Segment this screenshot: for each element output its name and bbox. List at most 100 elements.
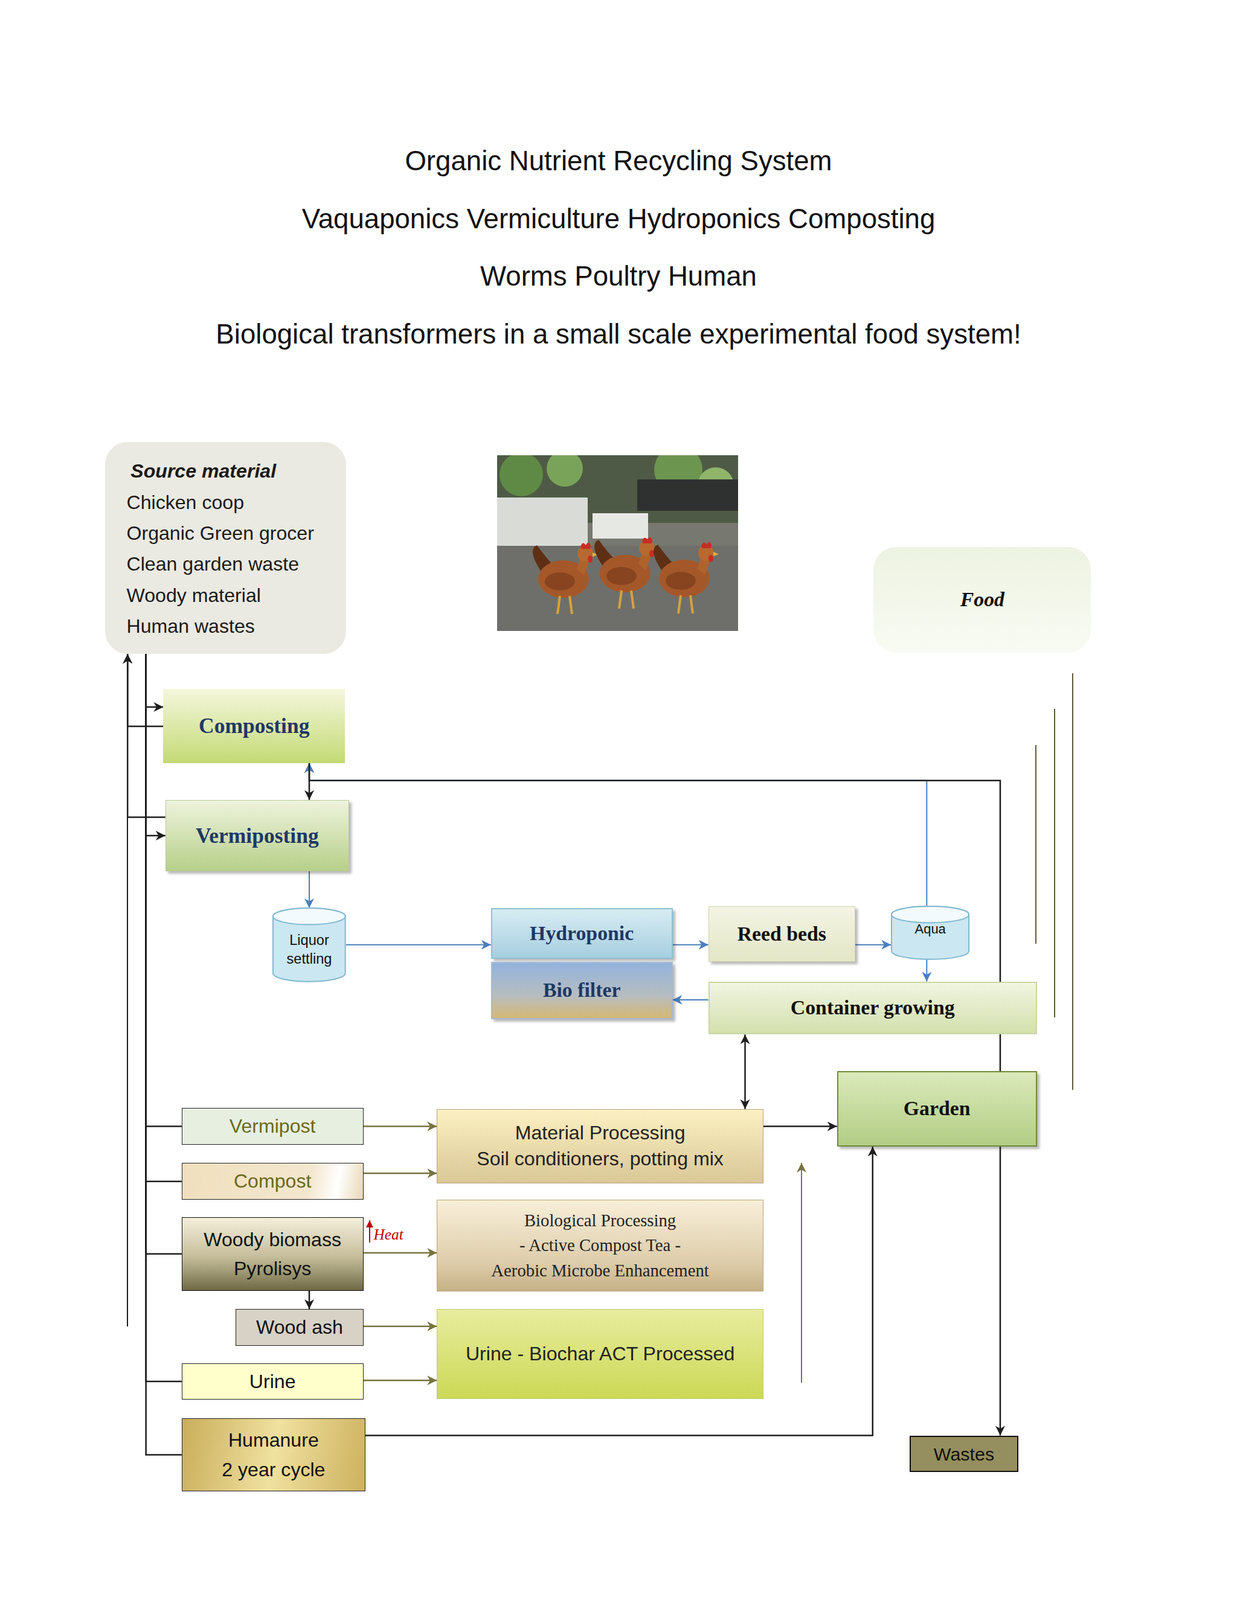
upward-arrow (800, 1163, 803, 1384)
food-box: Food (873, 547, 1091, 654)
flow-connector (925, 959, 928, 982)
node-text: Biological Processing (524, 1208, 676, 1234)
heat-label: Heat (373, 1225, 403, 1244)
node-text: - Active Compost Tea - (519, 1233, 681, 1259)
material-box: Wood ash (235, 1309, 364, 1347)
flow-connector (146, 654, 164, 708)
flow-connector (672, 999, 709, 1001)
processing-box: Urine - Biochar ACT Processed (436, 1309, 764, 1400)
node-text: Aqua (915, 921, 946, 938)
flow-connector (363, 1252, 438, 1255)
flow-connector (308, 871, 310, 909)
flow-connector (672, 944, 709, 946)
node-text: Wood ash (256, 1316, 344, 1340)
process-box: Reed beds (708, 906, 856, 963)
node-text: Hydroponic (529, 921, 634, 947)
node-text: Reed beds (737, 922, 827, 948)
food-line (1072, 673, 1074, 1091)
tank-cylinder: Aqua (890, 906, 970, 960)
node-text: Container growing (790, 996, 955, 1021)
food-line (1053, 709, 1056, 1018)
node-text: Material Processing (515, 1120, 686, 1147)
cylinder-body (273, 908, 346, 983)
flow-connector (146, 654, 182, 1456)
node-text: Bio filter (542, 978, 621, 1004)
node-text: Clean garden waste (126, 549, 347, 580)
flow-connector (365, 1147, 873, 1436)
process-box: Bio filter (491, 962, 673, 1020)
node-text: Woody material (126, 580, 347, 612)
material-box: Humanure2 year cycle (181, 1418, 366, 1493)
node-text: Vermiposting (195, 823, 319, 850)
node-text: Urine - Biochar ACT Processed (465, 1342, 735, 1367)
waste-box: Wastes (909, 1436, 1019, 1474)
connector-group (127, 654, 1001, 1456)
material-box: Urine (181, 1363, 364, 1401)
decoration-lines (127, 673, 1073, 1384)
cylinder-top (891, 906, 969, 923)
process-box: Hydroponic (491, 908, 673, 960)
flow-connector (346, 944, 492, 946)
photo-tub (497, 497, 588, 548)
node-text: Chicken coop (126, 487, 347, 519)
cylinder-top (273, 908, 346, 925)
food-line (1035, 745, 1037, 945)
flow-connector (146, 654, 166, 836)
node-text: Pyrolisys (233, 1254, 312, 1284)
flow-connector (763, 1125, 838, 1128)
node-text: Organic Green grocer (126, 518, 347, 550)
processing-box: Material ProcessingSoil conditioners, po… (436, 1109, 764, 1184)
node-text: Garden (903, 1096, 971, 1122)
flow-connector (308, 1291, 311, 1310)
material-box: Vermipost (181, 1108, 364, 1146)
material-box: Compost (181, 1163, 364, 1201)
node-text: 2 year cycle (221, 1455, 325, 1485)
chicken (594, 537, 660, 609)
heat-arrow (369, 1220, 371, 1244)
node-text: Human wastes (126, 611, 347, 643)
material-box: Woody biomassPyrolisys (181, 1217, 364, 1292)
process-box: Container growing (708, 982, 1038, 1036)
return-line (126, 817, 129, 1327)
node-text: Woody biomass (203, 1225, 342, 1255)
flow-connector (744, 1034, 746, 1109)
subtitle-line: Worms Poultry Human (0, 260, 1237, 294)
subtitle-line: Vaquaponics Vermiculture Hydroponics Com… (0, 202, 1237, 237)
process-box: Vermiposting (165, 800, 350, 872)
node-heading: Source material (130, 456, 347, 487)
subtitle-line: Biological transformers in a small scale… (0, 318, 1237, 352)
node-text: Composting (198, 713, 310, 740)
photo-plant (546, 455, 583, 487)
node-text: Urine (249, 1370, 296, 1395)
node-text: Vermipost (229, 1114, 316, 1139)
diagram-title: Organic Nutrient Recycling System (0, 144, 1237, 179)
process-box: Composting (163, 689, 345, 764)
chicken-photo (497, 455, 739, 632)
node-text: Humanure (228, 1426, 319, 1456)
node-text: Food (960, 587, 1005, 613)
chicken (532, 542, 598, 615)
flow-connector (855, 944, 891, 946)
photo-tray (637, 479, 739, 511)
processing-box: Biological Processing- Active Compost Te… (436, 1200, 764, 1292)
source-box: Source materialChicken coopOrganic Green… (105, 442, 347, 655)
flow-connector (999, 1147, 1002, 1436)
flow-connector (309, 763, 927, 907)
cylinder-body (891, 906, 969, 960)
flow-connector (363, 1325, 438, 1328)
photo-crate (592, 513, 649, 539)
flow-connector (363, 1380, 438, 1382)
flow-connector (363, 1172, 438, 1175)
garden-box: Garden (837, 1071, 1038, 1148)
node-text: Soil conditioners, potting mix (476, 1146, 724, 1173)
node-text: Compost (233, 1169, 312, 1194)
node-text: Aerobic Microbe Enhancement (491, 1258, 709, 1285)
chicken (653, 542, 719, 614)
tank-cylinder: Liquor settling (272, 908, 347, 983)
node-text: Liquor settling (272, 931, 347, 969)
photo-plant (499, 455, 543, 497)
node-text: Wastes (933, 1443, 995, 1466)
flow-connector (363, 1125, 438, 1128)
